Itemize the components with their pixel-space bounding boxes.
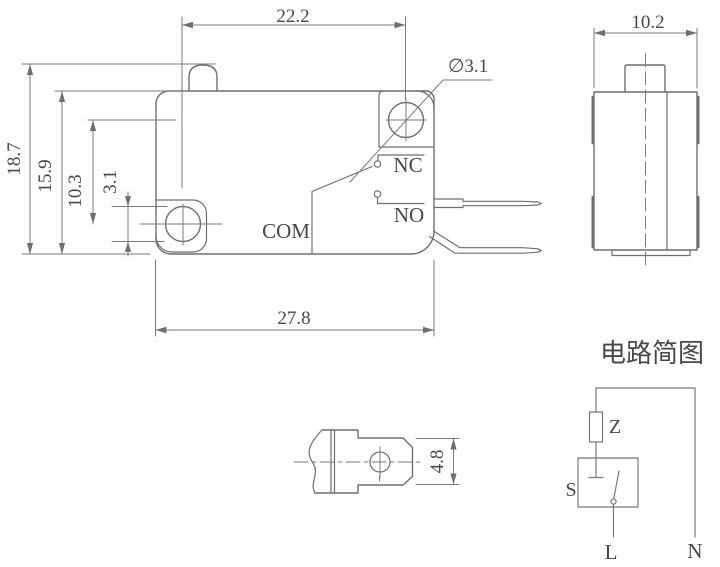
nc-contact-point <box>373 160 382 168</box>
dim-body-height: 15.9 <box>35 159 56 192</box>
nc-label: NC <box>393 153 422 177</box>
dim-bottom-width: 27.8 <box>277 308 310 329</box>
switch-box <box>577 457 639 508</box>
mounting-pad-left <box>155 199 208 253</box>
switch-body-outline <box>155 90 435 255</box>
side-arrowheads <box>594 29 697 37</box>
terminal-pin-no <box>433 198 543 209</box>
no-label: NO <box>394 203 424 227</box>
circuit-title: 电路简图 <box>600 339 704 368</box>
diameter-leader-line <box>349 79 493 183</box>
circuit-diagram: 电路简图 Z S L N <box>565 339 704 564</box>
internal-contacts <box>311 154 425 255</box>
dimension-lines <box>29 24 435 331</box>
switch-pivot-point <box>610 498 617 505</box>
dimension-arrowheads <box>26 21 435 334</box>
dim-terminal-height: 4.8 <box>427 450 448 474</box>
impedance-label: Z <box>609 416 621 438</box>
neutral-label: N <box>687 539 702 563</box>
dim-left-hole-diameter: 3.1 <box>100 170 121 194</box>
dim-total-height: 18.7 <box>4 142 25 175</box>
plunger-button <box>188 64 218 92</box>
com-label: COM <box>262 219 310 243</box>
side-flange-ribs <box>591 95 700 249</box>
live-label: L <box>605 540 618 564</box>
front-view-dimensions: 22.2 18.7 15.9 10.3 3.1 27.8 ∅3.1 <box>4 6 493 337</box>
mounting-hole-left-crosshair <box>139 203 223 246</box>
terminal-break-line <box>308 429 323 494</box>
dim-top-width: 22.2 <box>276 6 309 27</box>
extension-lines <box>21 16 435 337</box>
terminal-hole-crosshair <box>379 446 381 482</box>
side-extension-lines <box>593 27 698 89</box>
dim-hole-offset: 10.3 <box>65 174 86 207</box>
mounting-pad-right <box>378 90 435 148</box>
impedance-symbol <box>588 411 604 443</box>
side-view: 10.2 <box>591 12 700 270</box>
hole-diameter-callout: ∅3.1 <box>448 56 488 77</box>
no-contact-point <box>373 190 382 198</box>
front-view: NC NO COM <box>139 64 543 255</box>
switch-label: S <box>565 479 576 501</box>
dim-side-width: 10.2 <box>631 12 664 33</box>
terminal-arrowheads <box>450 438 457 485</box>
side-base-foot <box>611 249 691 257</box>
terminal-detail-view: 4.8 <box>293 429 460 494</box>
terminal-pin-lower <box>428 230 543 254</box>
terminal-fold-lines <box>330 429 336 494</box>
circuit-wires <box>588 387 696 538</box>
